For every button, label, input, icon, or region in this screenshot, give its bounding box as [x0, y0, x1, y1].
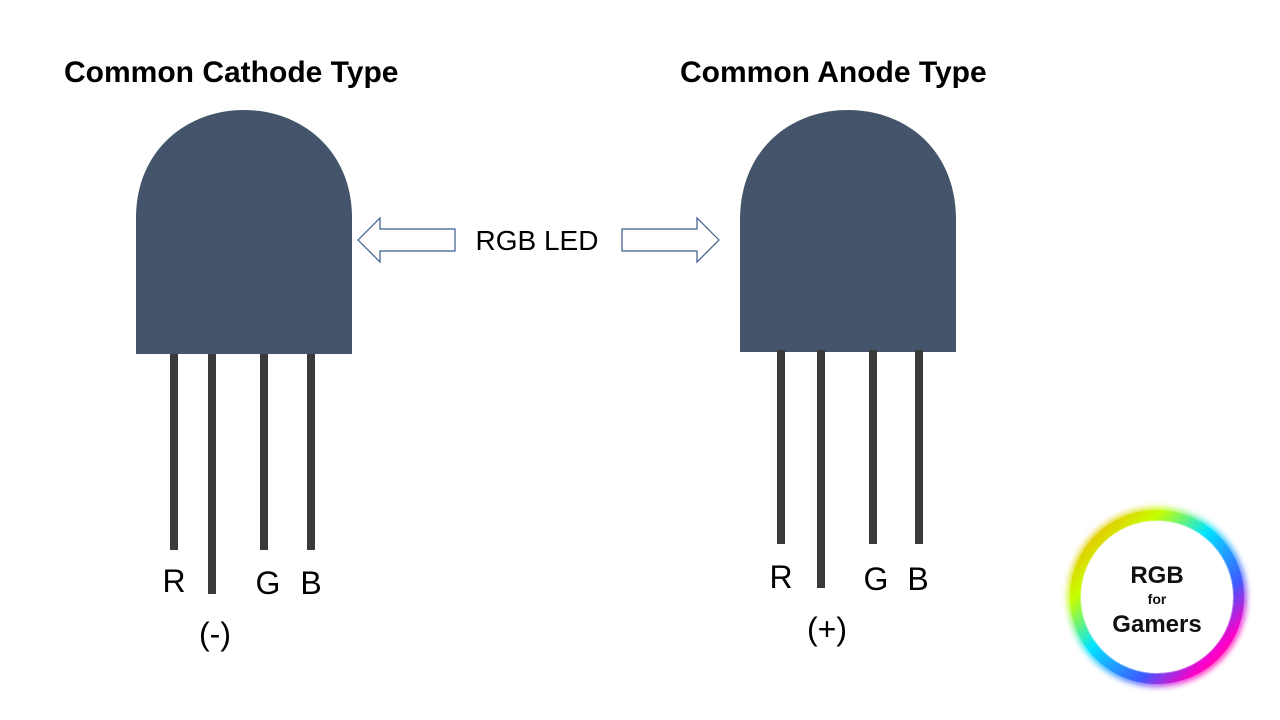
common-cathode-title: Common Cathode Type	[64, 56, 398, 89]
lead-common	[208, 354, 216, 594]
left-arrow-icon	[357, 216, 456, 264]
lead-b	[307, 354, 315, 550]
led-body	[136, 110, 352, 354]
rgb-for-gamers-logo: RGB for Gamers	[1067, 507, 1247, 687]
common-anode-title: Common Anode Type	[680, 56, 987, 89]
lead-b	[915, 350, 923, 544]
lead-g	[260, 354, 268, 550]
logo-line-gamers: Gamers	[1112, 611, 1201, 638]
logo-line-for: for	[1148, 591, 1167, 607]
logo-line-rgb: RGB	[1130, 562, 1183, 589]
pin-label-g: G	[864, 561, 889, 597]
lead-common	[817, 350, 825, 588]
common-anode-led: R G B (+)	[740, 110, 956, 647]
pin-label-r: R	[162, 563, 185, 599]
pin-label-common-anode: (+)	[807, 611, 847, 647]
lead-r	[777, 350, 785, 544]
pin-label-common-cathode: (-)	[199, 616, 231, 652]
right-arrow-icon	[621, 216, 720, 264]
rgb-led-label: RGB LED	[476, 225, 599, 256]
pin-label-b: B	[907, 561, 928, 597]
pin-label-g: G	[256, 565, 281, 601]
pin-label-r: R	[769, 559, 792, 595]
pin-label-b: B	[300, 565, 321, 601]
common-cathode-led: R G B (-)	[136, 110, 352, 652]
lead-r	[170, 354, 178, 550]
lead-g	[869, 350, 877, 544]
led-body	[740, 110, 956, 352]
